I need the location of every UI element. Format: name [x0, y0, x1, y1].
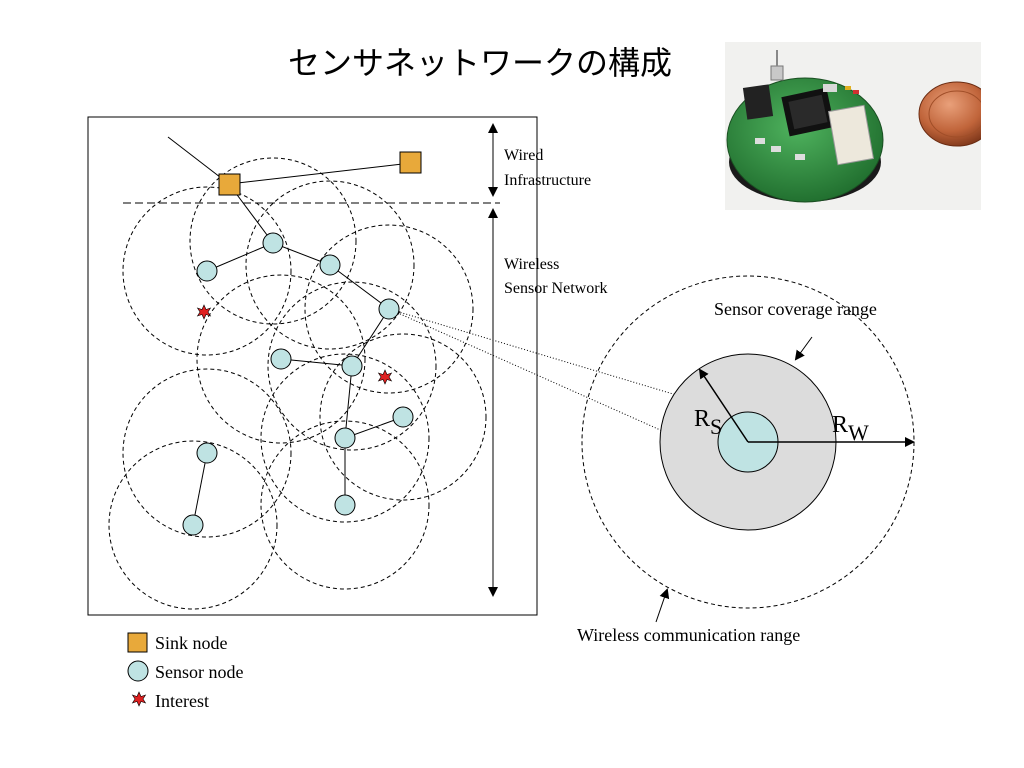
wired-label-2: Infrastructure: [504, 172, 591, 189]
sensor-node: [334, 427, 356, 449]
sensor-node: [378, 298, 400, 320]
sensor-link: [192, 452, 208, 526]
page-title: センサネットワークの構成: [287, 44, 672, 82]
sink-nodes: [218, 151, 422, 196]
interest-star-icon: [377, 369, 393, 385]
legend: Sink node Sensor node Interest: [127, 632, 244, 711]
sensor-links: [192, 183, 404, 526]
coverage-circle: [108, 440, 278, 610]
sensor-node: [392, 406, 414, 428]
sensor-node: [319, 254, 341, 276]
rw-label: RW: [832, 412, 869, 445]
legend-interest-label: Interest: [155, 691, 209, 711]
legend-sink-icon: [127, 632, 148, 653]
legend-interest-icon: [131, 691, 147, 707]
sink-node: [218, 173, 241, 196]
coverage-circle: [122, 186, 292, 356]
interest-star-icon: [196, 304, 212, 320]
sensor-link: [280, 358, 353, 367]
wireless-label-1: Wireless: [504, 256, 559, 273]
sensor-node: [262, 232, 284, 254]
wired-link: [228, 162, 412, 185]
legend-sink-label: Sink node: [155, 633, 228, 653]
rs-arrow: [698, 368, 749, 443]
coverage-circle: [319, 333, 487, 501]
sensor-node: [341, 355, 363, 377]
mote-illustration-icon: [726, 50, 981, 203]
legend-sensor-label: Sensor node: [155, 662, 244, 682]
sensor-node: [270, 348, 292, 370]
wireless-label-2: Sensor Network: [504, 280, 608, 297]
wired-label-1: Wired: [504, 147, 543, 164]
coverage-circle: [189, 157, 357, 325]
coverage-circle: [260, 353, 430, 523]
sensor-node: [196, 442, 218, 464]
coverage-circle: [245, 180, 415, 350]
sensor-link: [206, 242, 274, 272]
sensor-node: [334, 494, 356, 516]
sensor-nodes: [182, 232, 414, 536]
coverage-pointer: [794, 336, 813, 361]
coverage-circle: [196, 274, 366, 444]
sensor-node: [196, 260, 218, 282]
coverage-circle: [260, 420, 430, 590]
coverage-circle: [122, 368, 292, 538]
sink-node: [399, 151, 422, 174]
communication-range-label: Wireless communication range: [577, 625, 800, 645]
rs-label: RS: [694, 406, 722, 439]
coverage-circle: [304, 224, 474, 394]
sensor-mote-photo: [725, 42, 981, 210]
network-area-frame: [87, 116, 538, 616]
coverage-range-label: Sensor coverage range: [714, 299, 877, 319]
sensor-link: [344, 365, 353, 439]
sensor-node: [182, 514, 204, 536]
interest-markers: [196, 304, 393, 385]
sensor-link: [351, 308, 390, 367]
coverage-circles: [108, 157, 487, 610]
communication-pointer: [655, 588, 670, 623]
sensor-link: [329, 264, 390, 310]
legend-sensor-icon: [127, 660, 149, 682]
